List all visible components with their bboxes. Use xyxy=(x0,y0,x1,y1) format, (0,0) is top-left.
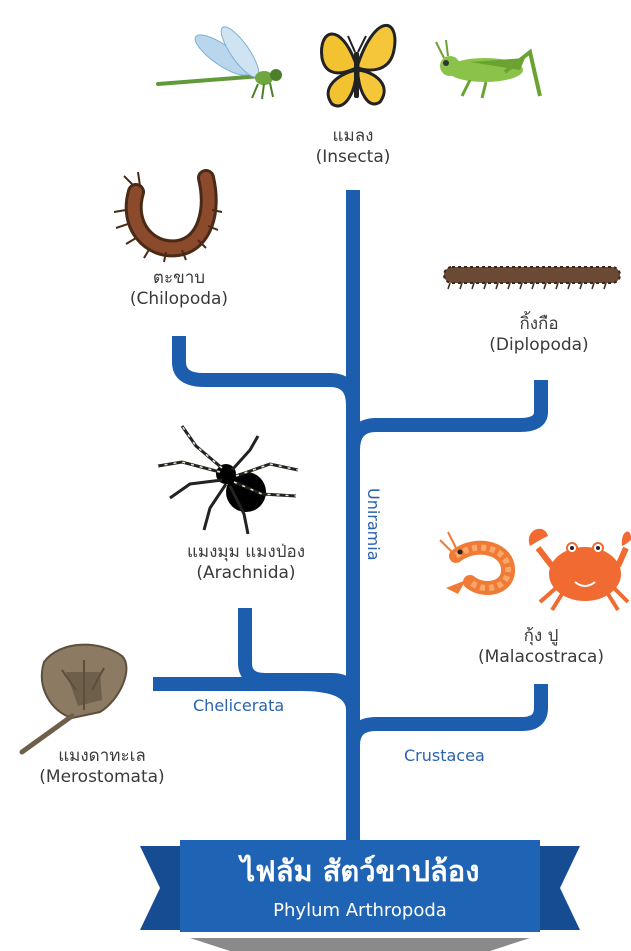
butterfly-icon xyxy=(322,25,395,106)
banner-left-tail xyxy=(140,846,184,930)
insecta-latin-name: (Insecta) xyxy=(293,147,413,168)
diplopoda-latin-name: (Diplopoda) xyxy=(464,335,614,356)
chilopoda-latin-name: (Chilopoda) xyxy=(104,289,254,310)
spider-icon xyxy=(158,426,298,534)
malacostraca-branch xyxy=(353,684,541,745)
label-malacostraca: กุ้ง ปู (Malacostraca) xyxy=(456,626,626,667)
label-merostomata: แมงดาทะเล (Merostomata) xyxy=(14,746,190,787)
diplopoda-thai-name: กิ้งกือ xyxy=(464,314,614,335)
shrimp-icon xyxy=(440,532,508,594)
arachnida-latin-name: (Arachnida) xyxy=(151,563,341,584)
banner-right-tail xyxy=(536,846,580,930)
insecta-thai-name: แมลง xyxy=(293,126,413,147)
malacostraca-thai-name: กุ้ง ปู xyxy=(456,626,626,647)
merostomata-thai-name: แมงดาทะเล xyxy=(14,746,190,767)
label-insecta: แมลง (Insecta) xyxy=(293,126,413,167)
merostomata-latin-name: (Merostomata) xyxy=(14,767,190,788)
banner-title: ไฟลัม สัตว์ขาปล้อง xyxy=(184,848,536,894)
chilopoda-branch xyxy=(179,336,353,405)
label-chilopoda: ตะขาบ (Chilopoda) xyxy=(104,268,254,309)
malacostraca-latin-name: (Malacostraca) xyxy=(456,647,626,668)
banner-shadow xyxy=(190,938,530,951)
dragonfly-icon xyxy=(158,22,282,99)
arachnida-thai-name: แมงมุม แมงป่อง xyxy=(151,542,341,563)
branch-label-crustacea: Crustacea xyxy=(404,746,485,765)
centipede-icon xyxy=(114,172,222,262)
chilopoda-thai-name: ตะขาบ xyxy=(104,268,254,289)
branch-label-uniramia: Uniramia xyxy=(364,488,383,561)
banner-subtitle: Phylum Arthropoda xyxy=(184,900,536,921)
branch-label-chelicerata: Chelicerata xyxy=(193,696,284,715)
crab-icon xyxy=(529,529,631,610)
horseshoe-crab-icon xyxy=(22,645,126,752)
millipede-icon xyxy=(444,267,620,289)
grasshopper-icon xyxy=(436,40,540,98)
label-arachnida: แมงมุม แมงป่อง (Arachnida) xyxy=(151,542,341,583)
label-diplopoda: กิ้งกือ (Diplopoda) xyxy=(464,314,614,355)
diplopoda-branch xyxy=(353,380,541,450)
